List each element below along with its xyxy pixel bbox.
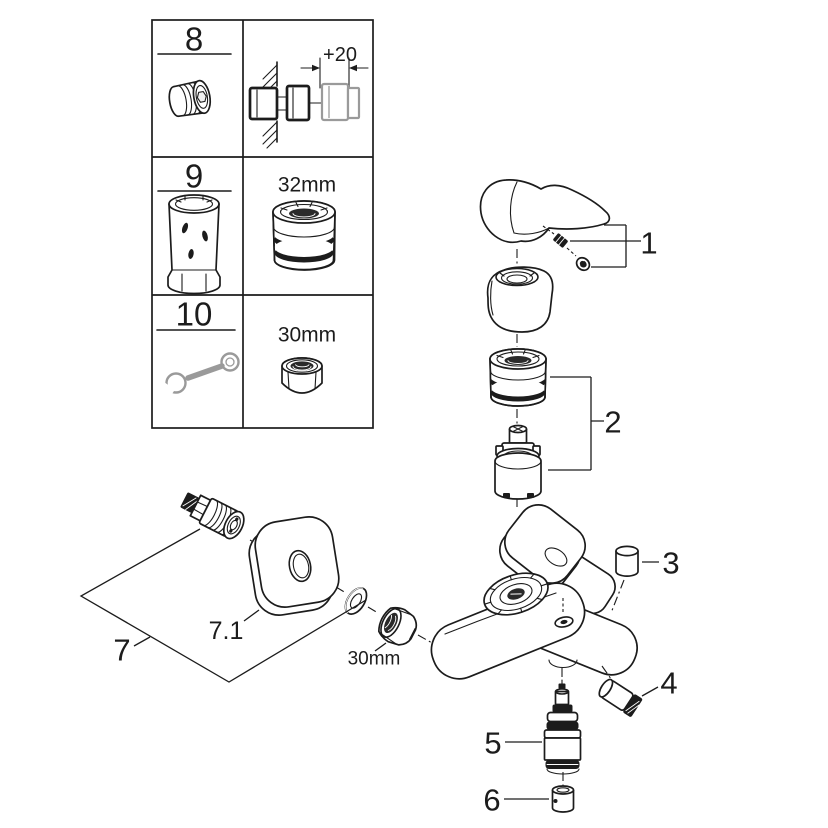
exploded-view: 1 (79, 179, 680, 818)
callout-6: 6 (483, 783, 549, 818)
open-end-wrench-icon (154, 352, 240, 400)
callout-7-1-label: 7.1 (209, 617, 244, 645)
set-screw-guide-line (542, 225, 577, 257)
shower-outlet-cap (551, 785, 575, 813)
tool-number: 8 (185, 21, 203, 58)
tools-table: 8 +20 (151, 19, 374, 429)
s-union (180, 492, 245, 540)
wall-plug-part (610, 545, 639, 614)
extension-ghost-end (346, 86, 361, 120)
callout-1: 1 (570, 224, 658, 268)
dimension-label: +20 (323, 44, 357, 66)
side-port-boss (544, 547, 568, 567)
callout-7: 7 (79, 528, 367, 683)
screw-hole (554, 598, 574, 628)
fitting-outer (285, 84, 311, 122)
size-label: 30mm (278, 324, 336, 347)
handle-plug (575, 256, 591, 272)
ring-nut-icon (272, 200, 336, 271)
outlet-nipple (598, 678, 643, 717)
size-label: 32mm (278, 174, 336, 197)
callout-2-label: 2 (604, 405, 621, 440)
callout-5: 5 (484, 726, 542, 761)
table-grid (151, 19, 374, 429)
wall-installation-drawing: +20 (248, 44, 369, 149)
callout-3: 3 (642, 546, 680, 581)
nut-size-text: 30mm (348, 649, 401, 670)
callout-4-label: 4 (660, 666, 677, 701)
union-nut-size-label: 30mm (348, 642, 401, 670)
cartridge-ring-nut (489, 348, 547, 407)
callout-5-label: 5 (484, 726, 501, 761)
hex-nut-icon (281, 357, 323, 394)
callout-3-label: 3 (662, 546, 679, 581)
socket-wrench-tool-icon (167, 194, 221, 295)
tool-number: 9 (185, 158, 203, 195)
threaded-extension-icon (168, 79, 212, 118)
cartridge-seat-threads (483, 572, 549, 616)
callout-1-label: 1 (640, 226, 657, 261)
fitting-in-wall (248, 86, 279, 121)
handle-cap (486, 266, 554, 333)
faucet-body (430, 504, 638, 680)
tool-number: 10 (176, 296, 213, 333)
table-row-10: 10 30mm (154, 296, 336, 400)
set-screw (553, 233, 568, 248)
callout-4: 4 (641, 666, 678, 701)
lever-handle (479, 179, 611, 244)
callout-2: 2 (548, 376, 622, 471)
diverter-cartridge (543, 679, 582, 775)
escutcheon (248, 516, 340, 616)
table-row-8: 8 +20 (157, 21, 369, 149)
body-block (503, 504, 587, 584)
table-row-9: 9 32mm (157, 158, 336, 295)
extension-ghost (320, 82, 350, 122)
cartridge (494, 424, 542, 500)
callout-7-label: 7 (113, 633, 130, 668)
union-nut (377, 606, 418, 646)
callout-7-1: 7.1 (209, 609, 260, 645)
under-boss (548, 659, 578, 669)
callout-6-label: 6 (483, 783, 500, 818)
